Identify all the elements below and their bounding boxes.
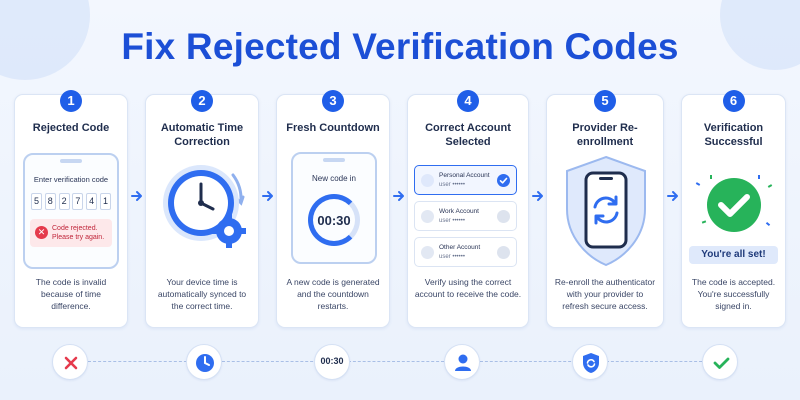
error-message: Code rejected. Please try again. — [52, 225, 105, 241]
user-avatar-icon — [421, 174, 434, 187]
refresh-shield-icon — [572, 344, 608, 380]
arrow-right-icon — [131, 191, 142, 201]
step-card-rejected-code: 1 Rejected Code Enter verification code … — [14, 90, 128, 328]
step-title: Fresh Countdown — [286, 122, 380, 134]
user-avatar-icon — [421, 246, 434, 259]
timeline-connector — [606, 361, 702, 362]
timeline-connector — [348, 361, 444, 362]
progress-timeline: 00:30 — [0, 340, 800, 384]
steps-row: 1 Rejected Code Enter verification code … — [14, 90, 786, 328]
step-card-correct-account: 4 Correct Account Selected Personal Acco… — [407, 90, 529, 328]
step-title: Rejected Code — [32, 122, 110, 134]
step-description: Verify using the correct account to rece… — [414, 277, 522, 299]
step-title: Provider Re-enrollment — [572, 122, 638, 148]
account-name: Personal Account — [439, 172, 490, 179]
timer-label: 00:30 — [314, 344, 350, 380]
phone-notch — [60, 159, 82, 163]
account-user: user •••••• — [439, 182, 465, 188]
code-digit: 7 — [72, 193, 84, 210]
step-number-badge: 1 — [60, 90, 82, 112]
step-description: The code is invalid because of time diff… — [35, 277, 107, 311]
arrow-right-icon — [393, 191, 404, 201]
timeline-connector — [480, 361, 576, 362]
user-icon — [444, 344, 480, 380]
page-title: Fix Rejected Verification Codes — [121, 26, 679, 67]
check-icon — [497, 174, 510, 187]
timeline-connector — [88, 361, 192, 362]
step-card-provider-reenrollment: 5 Provider Re-enrollment Re-enroll the a… — [546, 90, 664, 328]
clock-gear-icon — [163, 165, 246, 248]
step-number-badge: 2 — [191, 90, 213, 112]
arrow-right-icon — [262, 191, 273, 201]
code-prompt: Enter verification code — [33, 175, 109, 184]
step-number-badge: 6 — [722, 90, 745, 112]
code-digit: 4 — [86, 193, 98, 210]
code-digit: 8 — [44, 193, 56, 210]
code-digits: 5 8 2 7 4 1 — [31, 193, 111, 210]
account-option-other[interactable]: Other Account user •••••• — [414, 237, 517, 267]
user-avatar-icon — [421, 210, 434, 223]
error-x-icon: ✕ — [35, 226, 48, 239]
success-check-icon — [695, 175, 773, 232]
shield-sync-icon — [566, 155, 646, 267]
step-card-verification-successful: 6 Verification Successful You're all set… — [681, 90, 786, 328]
step-card-fresh-countdown: 3 Fresh Countdown New code in 00:30 A ne… — [276, 90, 390, 328]
check-icon — [702, 344, 738, 380]
step-description: Re-enroll the authenticator with your pr… — [554, 277, 656, 311]
account-option-work[interactable]: Work Account user •••••• — [414, 201, 517, 231]
code-digit: 2 — [58, 193, 70, 210]
arrow-right-icon — [667, 191, 678, 201]
step-description: A new code is generated and the countdow… — [286, 277, 380, 311]
x-icon — [52, 344, 88, 380]
account-name: Work Account — [439, 208, 479, 215]
code-digit: 1 — [99, 193, 111, 210]
radio-icon — [497, 246, 510, 259]
account-option-personal[interactable]: Personal Account user •••••• — [414, 165, 517, 195]
countdown-icon: New code in 00:30 — [291, 152, 377, 264]
step-title: Correct Account Selected — [425, 122, 511, 148]
countdown-ring: 00:30 — [308, 194, 360, 246]
step-description: Your device time is automatically synced… — [157, 277, 247, 311]
countdown-prompt: New code in — [311, 174, 357, 183]
radio-icon — [497, 210, 510, 223]
timeline-connector — [222, 361, 318, 362]
account-user: user •••••• — [439, 254, 465, 260]
account-name: Other Account — [439, 244, 481, 251]
account-user: user •••••• — [439, 218, 465, 224]
step-title: Verification Successful — [703, 122, 764, 148]
step-description: The code is accepted. You're successfull… — [691, 277, 776, 311]
phone-notch — [323, 158, 345, 162]
step-number-badge: 4 — [457, 90, 479, 112]
countdown-timer: 00:30 — [317, 213, 351, 228]
phone-error-icon: Enter verification code 5 8 2 7 4 1 ✕ Co… — [23, 153, 119, 269]
step-card-time-correction: 2 Automatic Time Correction Your device … — [145, 90, 259, 328]
timeline-timer-text: 00:30 — [320, 356, 344, 366]
code-digit: 5 — [31, 193, 42, 210]
clock-icon — [186, 344, 222, 380]
step-title: Automatic Time Correction — [160, 122, 244, 148]
arrow-right-icon — [532, 191, 543, 201]
step-number-badge: 3 — [322, 90, 344, 112]
error-message-box: ✕ Code rejected. Please try again. — [30, 219, 112, 247]
success-banner: You're all set! — [689, 246, 778, 264]
step-number-badge: 5 — [594, 90, 616, 112]
